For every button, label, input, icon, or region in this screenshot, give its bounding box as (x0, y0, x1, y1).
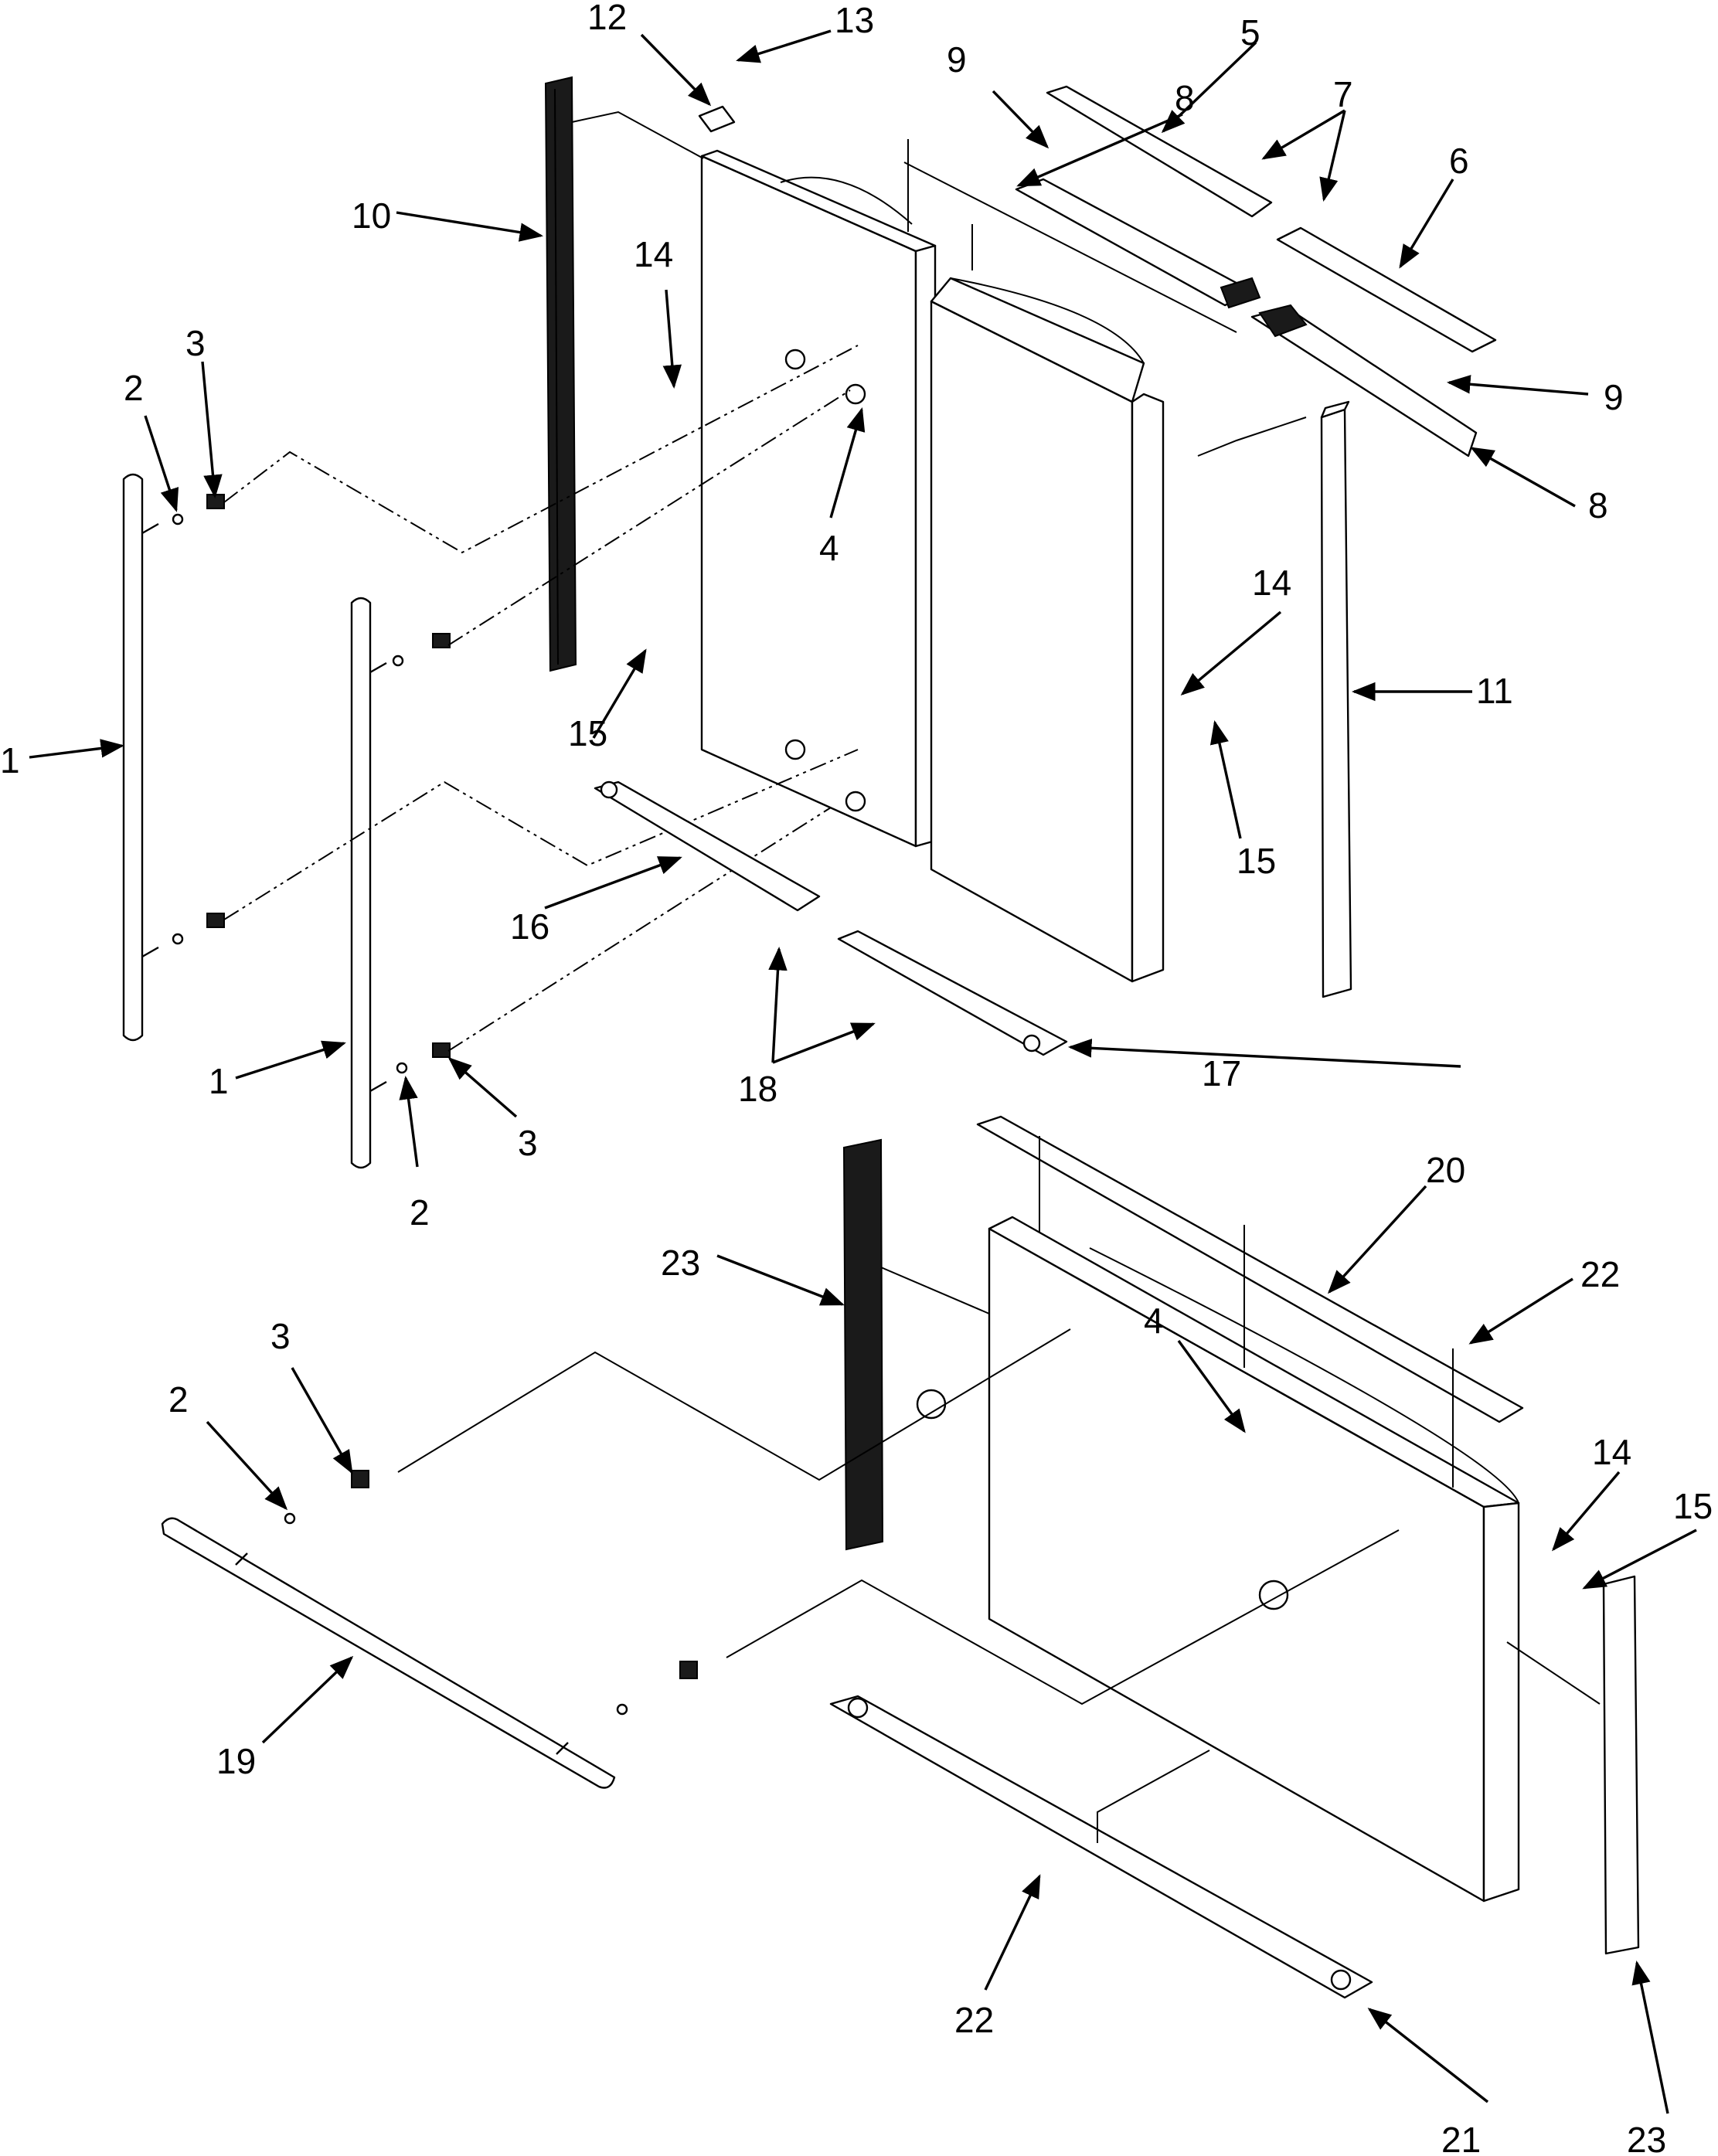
callout-9-lower: 9 (1604, 377, 1624, 417)
callout-4-lower: 4 (1144, 1301, 1164, 1341)
callout-10: 10 (352, 196, 391, 236)
upper-left-door-hole-mid (845, 383, 866, 405)
callout-20: 20 (1426, 1150, 1465, 1190)
callout-3-upper: 3 (185, 323, 206, 363)
callout-13: 13 (835, 0, 874, 40)
upper-left-door-panel (700, 149, 937, 848)
hinge-12 (698, 105, 736, 133)
callout-15-left: 15 (568, 713, 607, 753)
gasket-strip-10 (544, 76, 577, 672)
callout-6: 6 (1449, 141, 1469, 181)
handle-fasteners-upper (172, 494, 451, 1074)
callout-5: 5 (1240, 12, 1260, 53)
upper-right-door-panel (930, 277, 1165, 983)
callout-14-lower: 14 (1592, 1432, 1631, 1472)
gasket-strip-23-left (842, 1138, 884, 1551)
door-handle-left (122, 473, 159, 1042)
callout-17: 17 (1202, 1053, 1241, 1093)
callout-arrows (29, 29, 1697, 2114)
callout-1-left: 1 (0, 740, 20, 780)
callout-1-right: 1 (209, 1061, 229, 1101)
callout-16: 16 (510, 906, 549, 947)
callout-11: 11 (1476, 671, 1513, 711)
lower-drawer-hole-left (916, 1389, 947, 1420)
callout-8-lower: 8 (1588, 485, 1608, 525)
callout-22-upper: 22 (1580, 1254, 1620, 1294)
bottom-bracket-17 (837, 930, 1068, 1056)
top-trim-20 (976, 1115, 1524, 1423)
callout-14-right: 14 (1252, 563, 1291, 603)
top-trim-5 (1046, 85, 1273, 218)
callout-9-upper: 9 (947, 39, 967, 80)
callout-22-lower: 22 (954, 2000, 994, 2040)
callout-15-right: 15 (1237, 841, 1276, 881)
callout-15-lower: 15 (1673, 1486, 1713, 1526)
door-handle-right (350, 597, 387, 1169)
callout-18: 18 (738, 1069, 777, 1109)
bottom-bracket-16 (594, 780, 821, 912)
callout-3-middle: 3 (518, 1123, 538, 1163)
callout-23-right: 23 (1627, 2120, 1666, 2156)
lower-drawer-panel (916, 1216, 1520, 1903)
bottom-bracket-21 (829, 1695, 1373, 1999)
callout-7: 7 (1333, 74, 1353, 114)
hinge-bracket-8-right (1250, 304, 1478, 457)
assembly-lines-lower (397, 1136, 1601, 1843)
callout-2-lower: 2 (168, 1379, 189, 1420)
trim-strip-11 (1320, 400, 1352, 998)
callout-21: 21 (1441, 2120, 1481, 2156)
upper-left-door-hole-lower (845, 791, 866, 812)
callout-8-upper: 8 (1175, 78, 1195, 118)
upper-left-door-hole-bottom (784, 739, 806, 760)
callout-3-lower: 3 (270, 1316, 291, 1356)
callout-19: 19 (216, 1741, 256, 1781)
top-trim-6 (1276, 226, 1497, 353)
callout-4-upper: 4 (819, 528, 839, 568)
drawer-handle-19 (161, 1517, 616, 1789)
trim-strip-23-right (1602, 1575, 1640, 1955)
callout-2-upper: 2 (124, 368, 144, 408)
callout-12: 12 (587, 0, 627, 37)
callout-23-left: 23 (661, 1243, 700, 1283)
handle-fasteners-lower (284, 1470, 698, 1716)
callout-14-left: 14 (634, 234, 673, 274)
assembly-lines-upper (223, 111, 1307, 1052)
upper-left-door-hole-top (784, 349, 806, 370)
callout-2-middle: 2 (410, 1192, 430, 1233)
